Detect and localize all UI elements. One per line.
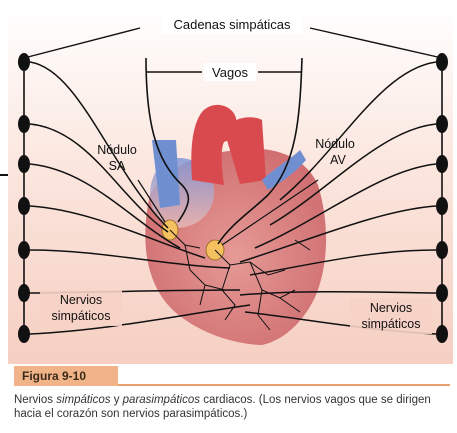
caption-italic-parasimpaticos: parasimpáticos xyxy=(123,394,200,406)
label-nodulo-sa-line2: SA xyxy=(109,159,126,173)
edge-tick-mark xyxy=(0,174,8,176)
figure-tag: Figura 9-10 xyxy=(14,366,118,386)
label-nodulo-av-line2: AV xyxy=(330,153,346,167)
label-nervios-simpaticos-right-line1: Nervios xyxy=(370,301,412,315)
label-nervios-simpaticos-left-line1: Nervios xyxy=(60,293,102,307)
label-nervios-simpaticos-right-line2: simpáticos xyxy=(361,317,420,331)
label-cadenas-simpaticas: Cadenas simpáticas xyxy=(173,17,291,32)
label-nodulo-av-line1: Nódulo xyxy=(315,137,355,151)
caption-part1: Nervios xyxy=(14,394,56,406)
caption-italic-simpaticos: simpáticos xyxy=(56,394,110,406)
caption-part2: y xyxy=(111,394,123,406)
label-nervios-simpaticos-left-line2: simpáticos xyxy=(51,309,110,323)
figure-rule xyxy=(118,384,450,386)
figure-caption: Nervios simpáticos y parasimpáticos card… xyxy=(14,393,450,421)
label-nodulo-sa-line1: Nódulo xyxy=(97,143,137,157)
label-vagos: Vagos xyxy=(212,65,248,80)
